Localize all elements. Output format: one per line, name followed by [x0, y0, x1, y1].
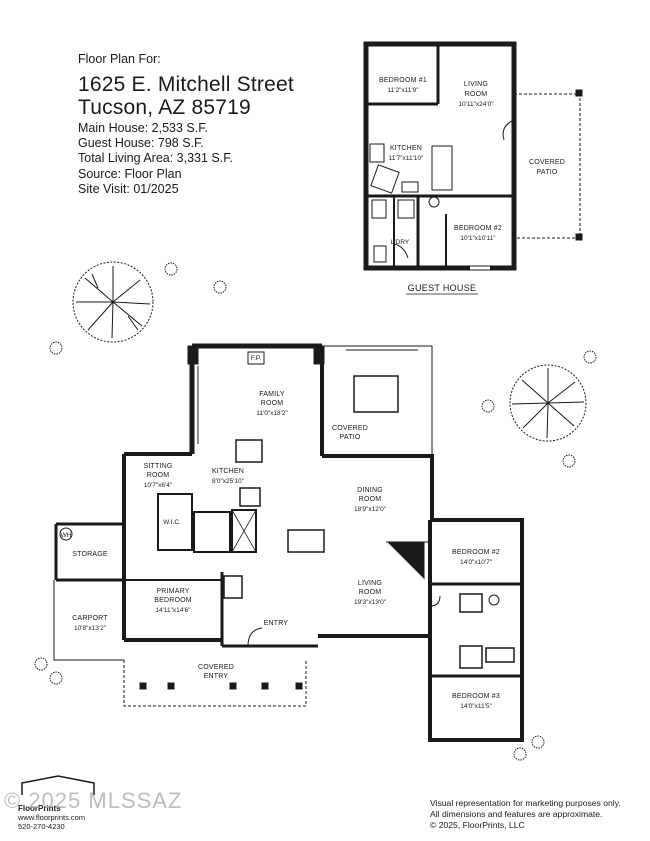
living-room-dim: 19'3"x13'0" — [354, 599, 387, 606]
gh-bedroom2-dim: 10'1"x10'11" — [460, 235, 496, 242]
header-site-visit: Site Visit: 01/2025 — [78, 181, 179, 196]
copyright-line: © 2025, FloorPrints, LLC — [430, 820, 525, 830]
primary-bedroom-dim: 14'11"x14'6" — [155, 607, 191, 614]
gh-kitchen-name: KITCHEN — [390, 145, 422, 152]
entry-name: ENTRY — [264, 620, 289, 627]
fireplace-label: F.P. — [251, 355, 262, 362]
header-main-house: Main House: 2,533 S.F. — [78, 121, 208, 135]
covered-entry-name: COVERED — [198, 664, 234, 671]
kitchen-dim: 8'0"x25'10" — [212, 478, 245, 485]
gh-living-name2: ROOM — [465, 91, 488, 98]
gh-bedroom1-name: BEDROOM #1 — [379, 77, 427, 84]
header-source: Source: Floor Plan — [78, 166, 182, 181]
footer-disclaimer: Visual representation for marketing purp… — [430, 798, 630, 831]
living-room-name2: ROOM — [359, 589, 382, 596]
main-house — [53, 343, 524, 742]
carport-dim: 10'8"x13'2" — [74, 625, 107, 632]
water-heater-label: WH — [61, 532, 72, 539]
wic-label: W.I.C. — [163, 519, 181, 526]
family-room-dim: 11'0"x18'2" — [256, 410, 288, 417]
dining-room-name2: ROOM — [359, 496, 382, 503]
gh-kitchen-dim: 11'7"x11'10" — [389, 155, 424, 162]
disclaimer-line1: Visual representation for marketing purp… — [430, 798, 621, 808]
storage-name: STORAGE — [72, 551, 108, 558]
sitting-room-name: SITTING — [143, 463, 172, 470]
main-patio-name: COVERED — [332, 425, 368, 432]
covered-entry-name2: ENTRY — [204, 673, 229, 680]
logo-website: www.floorprints.com — [18, 813, 86, 822]
guest-house-labels: BEDROOM #1 11'2"x11'9" LIVING ROOM 10'11… — [379, 77, 565, 295]
mls-watermark: © 2025 MLSSAZ — [4, 788, 183, 813]
gh-bedroom2-name: BEDROOM #2 — [454, 225, 502, 232]
landscape-trees — [34, 261, 597, 761]
header-title-line: Floor Plan For: — [78, 52, 161, 66]
guest-house-caption: GUEST HOUSE — [408, 283, 477, 293]
plan-header: Floor Plan For: 1625 E. Mitchell Street … — [78, 52, 294, 197]
carport-name: CARPORT — [72, 615, 108, 622]
logo-phone: 520-270-4230 — [18, 822, 65, 831]
gh-patio-name2: PATIO — [537, 169, 558, 176]
family-room-name2: ROOM — [261, 400, 284, 407]
logo-text: FloorPrints — [18, 804, 61, 813]
main-patio-name2: PATIO — [340, 434, 361, 441]
disclaimer-line2: All dimensions and features are approxim… — [430, 809, 603, 819]
header-total-area: Total Living Area: 3,331 S.F. — [78, 151, 233, 166]
house-logo-icon — [21, 775, 95, 795]
sitting-room-name2: ROOM — [147, 472, 170, 479]
header-city: Tucson, AZ 85719 — [78, 96, 251, 119]
bedroom3-name: BEDROOM #3 — [452, 693, 500, 700]
primary-bedroom-name2: BEDROOM — [154, 597, 192, 604]
gh-bedroom1-dim: 11'2"x11'9" — [387, 87, 419, 94]
guest-house — [363, 41, 583, 271]
gh-patio-name: COVERED — [529, 159, 565, 166]
living-room-name: LIVING — [358, 580, 382, 587]
dining-room-dim: 18'9"x12'0" — [354, 506, 387, 513]
gh-laundry-name: L'DRY — [391, 239, 410, 246]
main-house-labels: F.P. FAMILY ROOM 11'0"x18'2" COVERED PAT… — [61, 355, 500, 710]
family-room-name: FAMILY — [259, 391, 285, 398]
bedroom2-name: BEDROOM #2 — [452, 549, 500, 556]
dining-room-name: DINING — [357, 487, 383, 494]
header-street: 1625 E. Mitchell Street — [78, 73, 294, 96]
bedroom2-dim: 14'0"x10'7" — [460, 559, 493, 566]
primary-bedroom-name: PRIMARY — [156, 588, 189, 595]
header-guest-house: Guest House: 798 S.F. — [78, 136, 204, 151]
gh-living-name: LIVING — [464, 81, 488, 88]
floorprints-logo: FloorPrints www.floorprints.com 520-270-… — [18, 775, 108, 831]
kitchen-name: KITCHEN — [212, 468, 244, 475]
sitting-room-dim: 10'7"x6'4" — [144, 482, 173, 489]
bedroom3-dim: 14'0"x11'5" — [460, 703, 492, 710]
gh-living-dim: 10'11"x24'0" — [458, 101, 494, 108]
